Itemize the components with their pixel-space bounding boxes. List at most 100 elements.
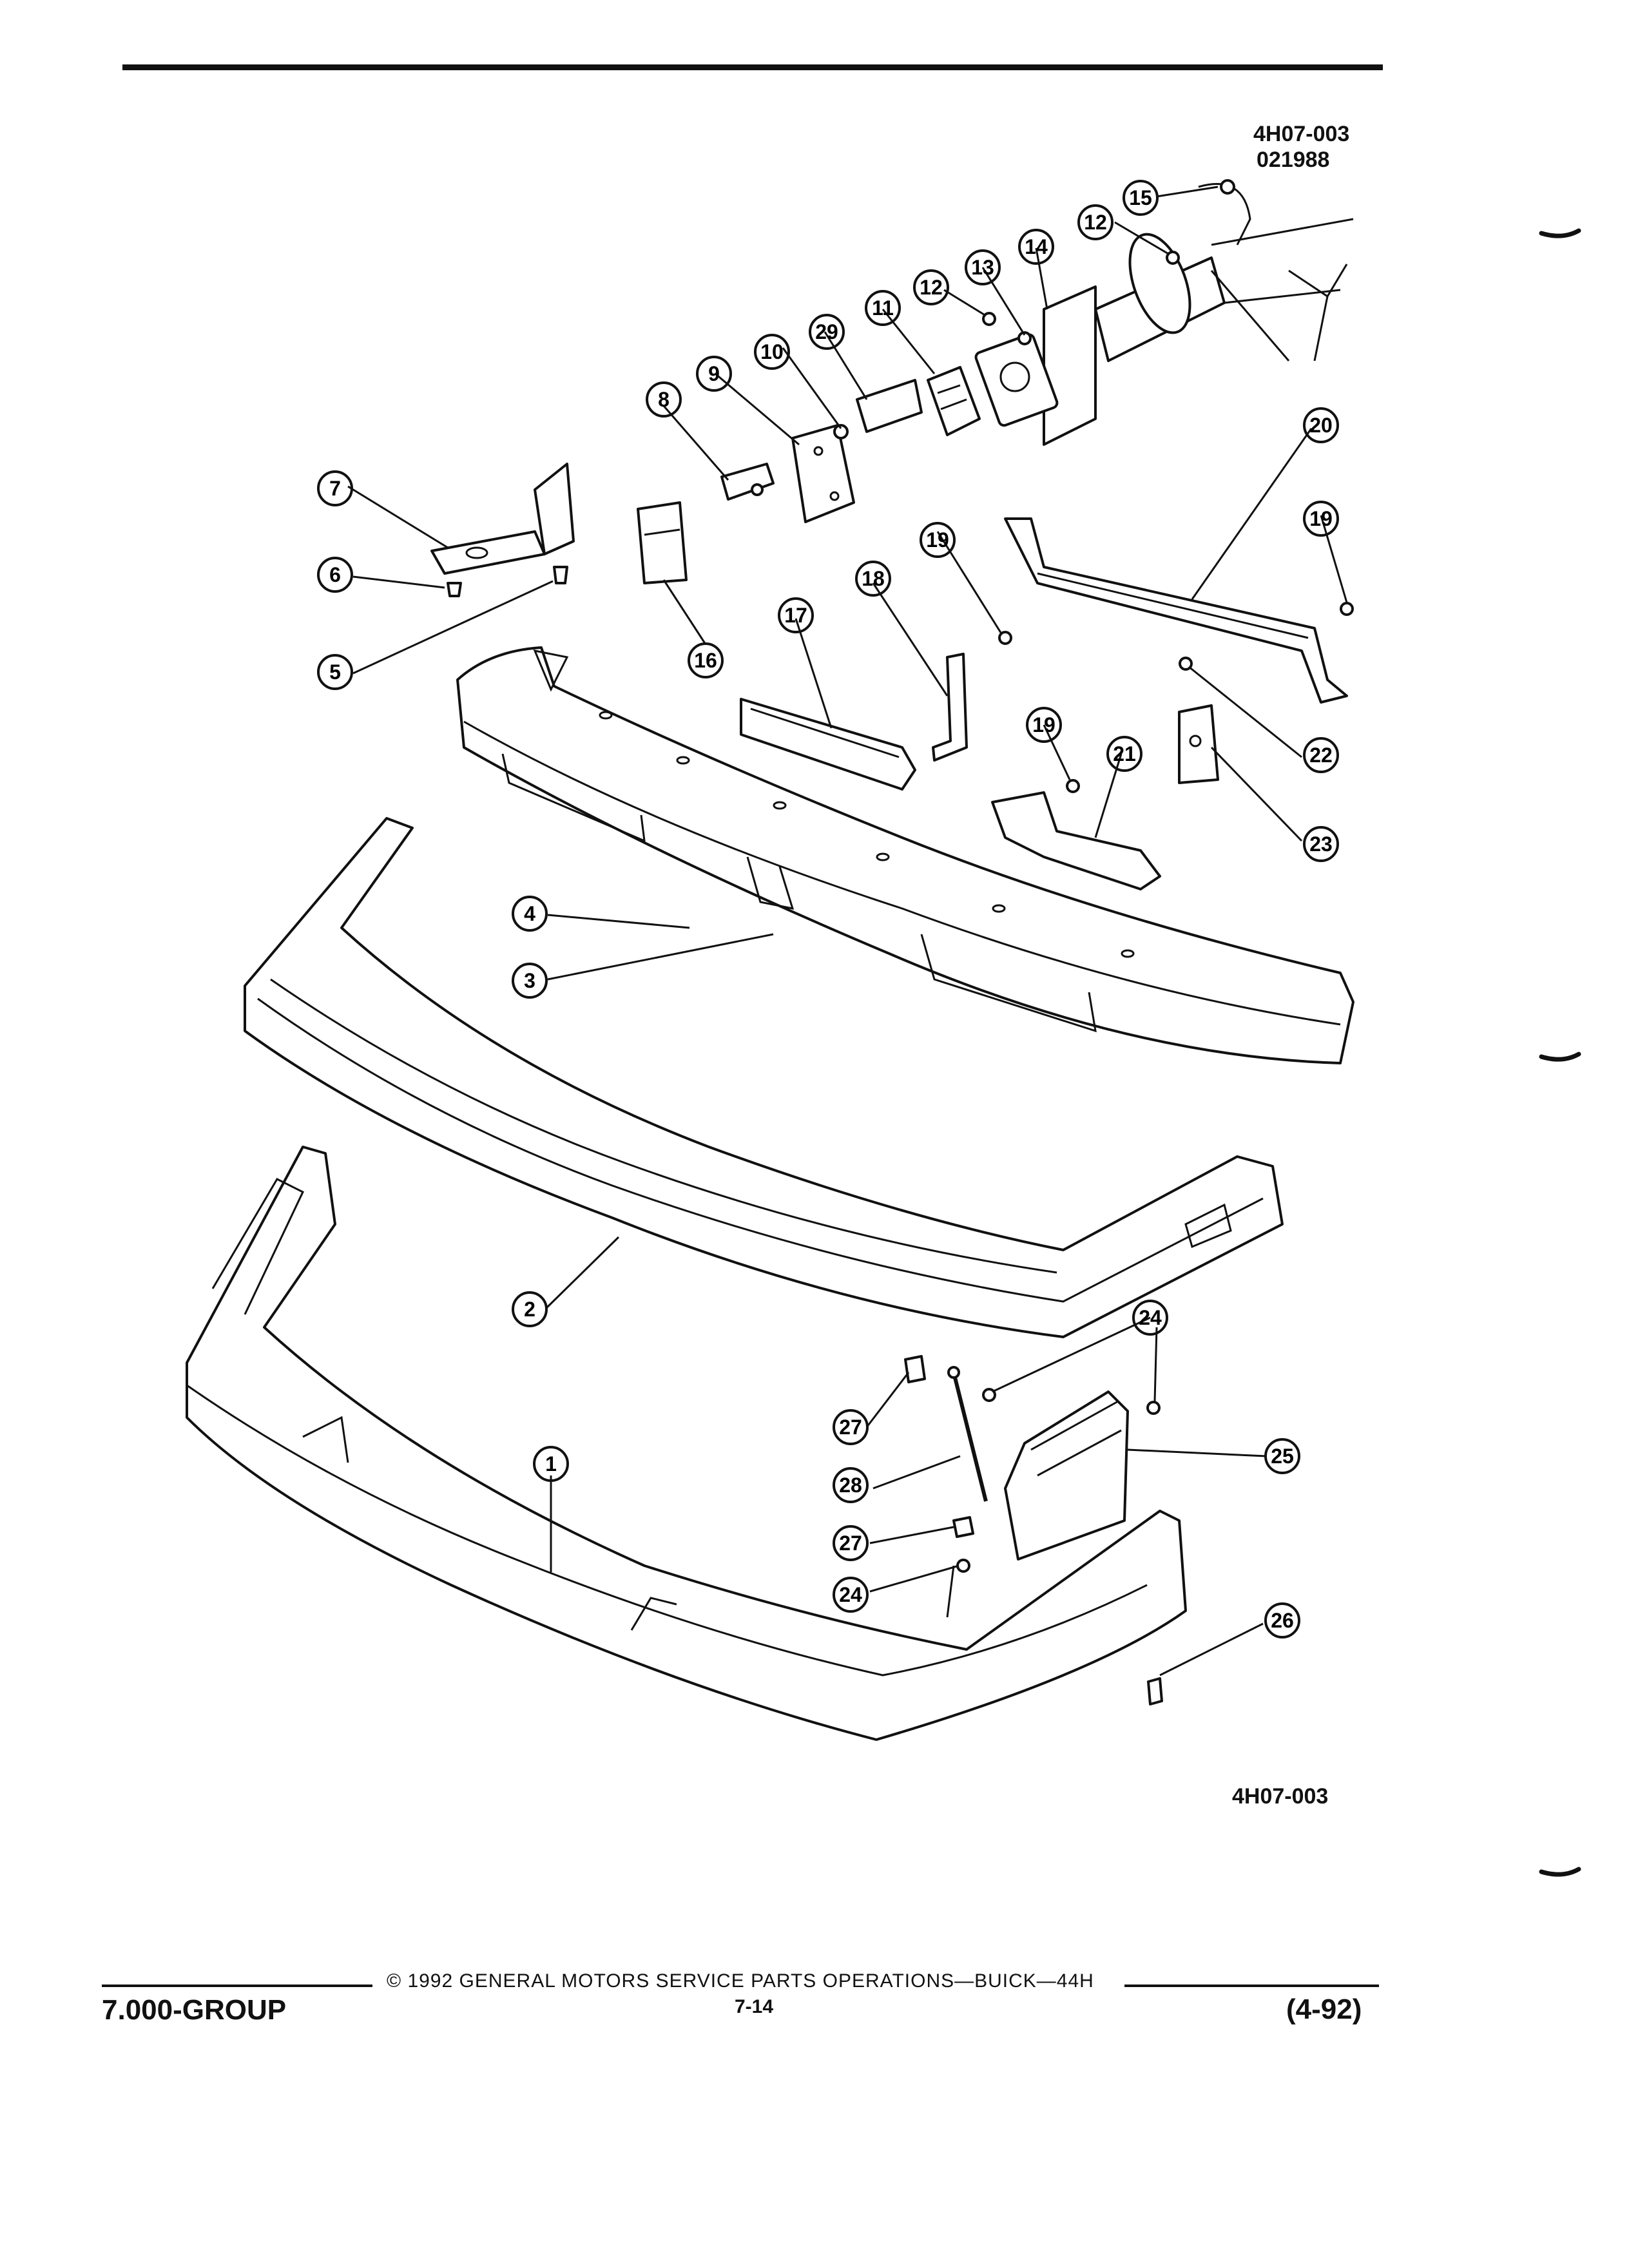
svg-text:18: 18 — [862, 567, 885, 590]
part-15-bolt — [1220, 179, 1235, 195]
callout-27a: 27 — [833, 1409, 869, 1445]
svg-text:15: 15 — [1129, 186, 1152, 209]
callout-11: 11 — [865, 290, 901, 326]
svg-text:19: 19 — [1309, 507, 1333, 530]
part-19-bolt — [998, 602, 1354, 793]
part-20-reinforcement — [1004, 517, 1348, 704]
callout-25: 25 — [1264, 1438, 1300, 1474]
part-18-bracket — [932, 653, 968, 762]
callout-22: 22 — [1303, 737, 1339, 773]
callout-24a: 24 — [1132, 1300, 1168, 1336]
figure-code-top: 4H07-003 — [1253, 122, 1350, 146]
part-11-shim — [927, 366, 981, 436]
svg-text:4: 4 — [524, 902, 535, 925]
svg-text:24: 24 — [1139, 1306, 1162, 1329]
callout-16: 16 — [688, 642, 724, 678]
svg-text:7: 7 — [329, 477, 341, 500]
svg-text:19: 19 — [926, 528, 949, 552]
callout-12b: 12 — [1077, 204, 1113, 240]
callout-24b: 24 — [833, 1577, 869, 1613]
footer-page-number: 7-14 — [735, 1996, 774, 2017]
callout-20: 20 — [1303, 407, 1339, 443]
callout-18: 18 — [855, 561, 891, 597]
footer-rule-left — [102, 1984, 372, 1987]
figure-date-code: 021988 — [1257, 148, 1330, 172]
svg-text:13: 13 — [971, 256, 994, 279]
svg-text:9: 9 — [708, 362, 720, 385]
part-7-bracket — [430, 463, 575, 575]
part-21-bracket — [991, 791, 1161, 890]
svg-text:26: 26 — [1271, 1609, 1294, 1632]
svg-text:12: 12 — [1084, 211, 1107, 234]
svg-text:17: 17 — [784, 604, 807, 627]
footer-copyright: © 1992 GENERAL MOTORS SERVICE PARTS OPER… — [387, 1970, 1094, 1992]
figure-code-bottom: 4H07-003 — [1232, 1784, 1329, 1809]
svg-text:8: 8 — [658, 388, 670, 411]
part-29-shim — [856, 379, 923, 433]
footer-group: 7.000-GROUP — [102, 1994, 287, 2026]
svg-text:14: 14 — [1025, 235, 1048, 258]
svg-text:1: 1 — [545, 1452, 557, 1475]
svg-text:23: 23 — [1309, 832, 1333, 856]
callout-8: 8 — [646, 381, 682, 418]
part-14-shock-absorber — [974, 183, 1354, 446]
svg-text:10: 10 — [760, 340, 784, 363]
part-25-bracket — [1004, 1390, 1129, 1561]
callout-19b: 19 — [1303, 501, 1339, 537]
svg-text:27: 27 — [839, 1416, 862, 1439]
part-28-rod — [947, 1366, 988, 1502]
part-12-bolt — [982, 251, 1180, 326]
svg-text:25: 25 — [1271, 1445, 1294, 1468]
svg-text:2: 2 — [524, 1298, 535, 1321]
part-24-bolt — [956, 1388, 1161, 1573]
callout-6: 6 — [317, 557, 353, 593]
callout-10: 10 — [754, 334, 790, 370]
part-27-clip — [904, 1355, 974, 1538]
callout-4: 4 — [512, 896, 548, 932]
svg-text:20: 20 — [1309, 414, 1333, 437]
top-rule — [122, 64, 1383, 70]
part-13-bolt — [1017, 331, 1032, 345]
part-16-bracket — [637, 501, 688, 584]
svg-text:11: 11 — [872, 296, 894, 320]
callout-14: 14 — [1018, 229, 1054, 265]
callout-7: 7 — [317, 470, 353, 506]
callout-3: 3 — [512, 963, 548, 999]
part-17-bracket — [740, 698, 916, 791]
leader-lines — [347, 186, 1348, 1677]
margin-mark — [1539, 228, 1581, 238]
part-22-nut — [1179, 657, 1193, 671]
part-10-nut — [833, 424, 849, 439]
callout-9: 9 — [696, 356, 732, 392]
part-1-front-fascia — [186, 1146, 1187, 1741]
callout-1: 1 — [533, 1446, 569, 1482]
footer-date: (4-92) — [1286, 1994, 1362, 2025]
svg-text:29: 29 — [815, 320, 838, 343]
svg-text:22: 22 — [1309, 744, 1333, 767]
part-9-plate — [791, 424, 855, 523]
callout-15: 15 — [1123, 180, 1159, 216]
part-3-bumper-bar — [456, 646, 1354, 1064]
callout-29: 29 — [809, 314, 845, 350]
margin-mark — [1539, 1052, 1581, 1062]
part-23-bracket — [1178, 704, 1219, 784]
part-2-energy-absorber — [244, 817, 1284, 1338]
svg-text:3: 3 — [524, 969, 535, 992]
callout-27b: 27 — [833, 1525, 869, 1561]
callout-28: 28 — [833, 1467, 869, 1503]
svg-text:16: 16 — [694, 649, 717, 672]
callout-2: 2 — [512, 1291, 548, 1327]
svg-text:24: 24 — [839, 1583, 862, 1606]
callout-19a: 19 — [920, 522, 956, 558]
svg-text:12: 12 — [920, 276, 943, 299]
part-8-bolt — [720, 463, 775, 501]
callout-17: 17 — [778, 597, 814, 633]
margin-mark — [1539, 1867, 1581, 1877]
callout-23: 23 — [1303, 826, 1339, 862]
svg-text:6: 6 — [329, 563, 341, 586]
callout-21: 21 — [1106, 736, 1142, 772]
part-5-bolt — [553, 566, 568, 584]
svg-text:27: 27 — [839, 1532, 862, 1555]
part-26-bolt — [1147, 1677, 1163, 1706]
